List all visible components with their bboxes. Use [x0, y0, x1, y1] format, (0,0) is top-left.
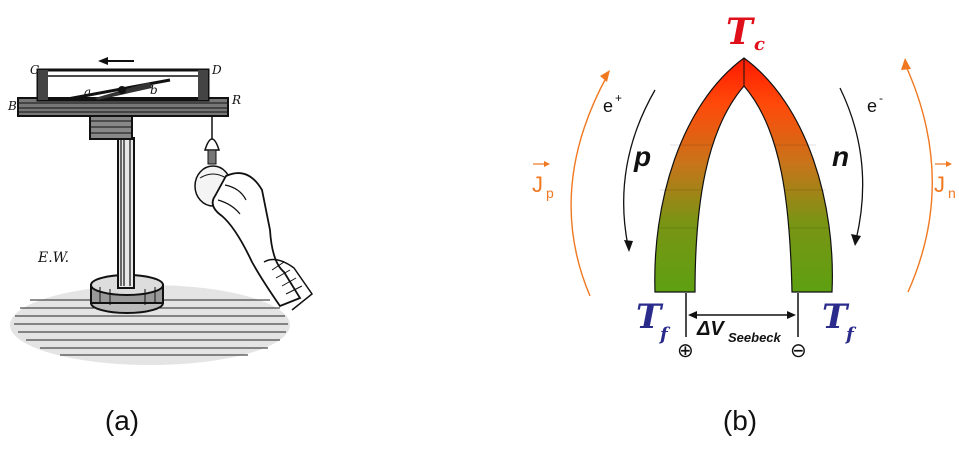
temperature-hot-label: T	[726, 11, 755, 53]
thermocouple-svg: T c T f T f p n e + e - J p J n ΔV Seebe…	[532, 11, 956, 362]
voltage-subscript: Seebeck	[728, 330, 782, 345]
leg-n-label: n	[832, 141, 849, 172]
temperature-cold-right-subscript: f	[844, 324, 857, 345]
voltage-label: ΔV	[696, 318, 725, 340]
temperature-cold-right-label: T	[822, 297, 850, 337]
temperature-hot-subscript: c	[754, 34, 765, 55]
hand-holding-lamp	[211, 172, 314, 311]
voltage-arrow	[688, 311, 796, 319]
caption-a: (a)	[104, 405, 140, 436]
label-b: B	[7, 99, 17, 113]
label-r: R	[231, 93, 241, 107]
carrier-arrowhead-left	[624, 240, 633, 252]
current-direction-arrow	[98, 57, 134, 65]
carrier-right-label: e	[867, 96, 877, 116]
current-flow-arrows	[570, 63, 933, 297]
metal-frame	[36, 68, 210, 102]
stand-column	[117, 137, 135, 289]
current-left-label-group: J p	[532, 161, 554, 201]
temperature-cold-left-subscript: f	[658, 324, 671, 345]
leg-bands	[658, 144, 829, 229]
label-a: a	[84, 85, 91, 99]
label-b-lower: b	[150, 83, 158, 97]
current-arrowhead-left	[600, 70, 610, 82]
thermocouple-arch	[654, 57, 833, 293]
clamp-block	[89, 114, 133, 140]
temperature-cold-left-label: T	[636, 297, 664, 337]
carrier-left-label: e	[603, 96, 613, 116]
engraver-signature: E.W.	[37, 250, 69, 266]
label-c: C	[30, 63, 39, 77]
caption-b: (b)	[722, 405, 758, 436]
negative-terminal-icon: ⊖	[790, 340, 807, 362]
terminal-leads	[685, 293, 799, 337]
horizontal-bar	[17, 97, 229, 117]
current-right-label: J	[934, 172, 945, 197]
current-left-label: J	[532, 172, 543, 197]
panel-b-thermocouple-diagram: T c T f T f p n e + e - J p J n ΔV Seebe…	[480, 0, 959, 457]
panel-a-seebeck-apparatus: C D B R a b E.W. (a)	[7, 57, 314, 436]
current-arrowhead-right	[901, 58, 911, 70]
carrier-flow-arrows	[623, 87, 864, 247]
carrier-arrowhead-right	[851, 234, 861, 246]
carrier-right-superscript: -	[879, 91, 883, 105]
leg-p-label: p	[633, 141, 651, 172]
positive-terminal-icon: ⊕	[677, 340, 694, 362]
carrier-left-superscript: +	[615, 91, 622, 105]
stand-base	[90, 274, 164, 314]
current-right-subscript: n	[948, 185, 956, 201]
current-right-label-group: J n	[934, 161, 956, 201]
current-left-subscript: p	[546, 185, 554, 201]
compass-needle	[61, 78, 171, 102]
label-d: D	[211, 63, 222, 77]
apparatus-illustration: C D B R a b E.W.	[7, 57, 314, 365]
